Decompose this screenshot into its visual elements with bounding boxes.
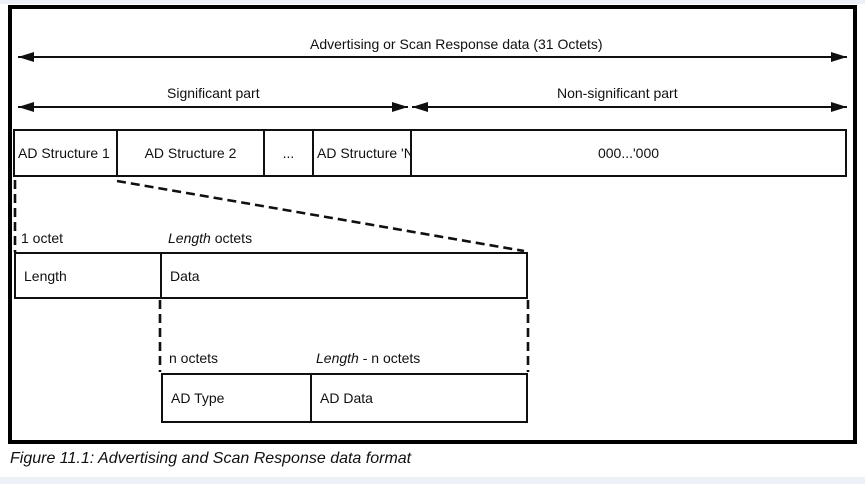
ad-structures-table: AD Structure 1 AD Structure 2 ... AD Str… — [13, 129, 847, 177]
n-octets-label: n octets — [169, 350, 219, 366]
length-cell: Length — [24, 267, 67, 284]
figure-caption: Figure 11.1: Advertising and Scan Respon… — [10, 450, 412, 467]
total-length-arrow — [18, 52, 847, 62]
one-octet-label: 1 octet — [21, 230, 64, 246]
length-data-table: Length Data — [14, 252, 528, 299]
total-length-arrow-label: Advertising or Scan Response data (31 Oc… — [310, 36, 603, 52]
ad-type-data-table: AD Type AD Data — [161, 373, 528, 423]
arrowhead-left-icon — [18, 102, 34, 112]
ad-structure-ellipsis-cell: ... — [263, 131, 312, 175]
arrowhead-left-icon — [412, 102, 428, 112]
ad-type-cell: AD Type — [171, 390, 225, 406]
length-octets-label: Length octets — [168, 230, 252, 246]
length-octets-label-italic: Length — [168, 230, 211, 246]
length-minus-n-octets-label: Length - n octets — [316, 350, 420, 366]
length-minus-n-label-rest: - n octets — [358, 350, 421, 366]
data-cell: Data — [160, 254, 526, 297]
non-significant-part-arrow — [412, 102, 847, 112]
padding-zeros-cell: 000...'000 — [410, 131, 845, 175]
non-significant-part-label: Non-significant part — [557, 85, 678, 101]
length-octets-label-rest: octets — [210, 230, 253, 246]
ad-structure-n-cell: AD Structure 'N — [312, 131, 410, 175]
ad-data-cell: AD Data — [310, 375, 526, 421]
page-margin-bottom — [0, 477, 865, 484]
arrowhead-left-icon — [18, 52, 34, 62]
arrowhead-right-icon — [831, 102, 847, 112]
figure-border-box — [8, 5, 857, 444]
arrowhead-right-icon — [831, 52, 847, 62]
ad-structure-1-cell: AD Structure 1 — [18, 145, 110, 161]
ad-structure-2-cell: AD Structure 2 — [116, 131, 263, 175]
arrowhead-right-icon — [392, 102, 408, 112]
length-minus-n-label-italic: Length — [316, 350, 359, 366]
significant-part-arrow — [18, 102, 408, 112]
significant-part-label: Significant part — [167, 85, 260, 101]
page-margin-top — [0, 0, 865, 4]
